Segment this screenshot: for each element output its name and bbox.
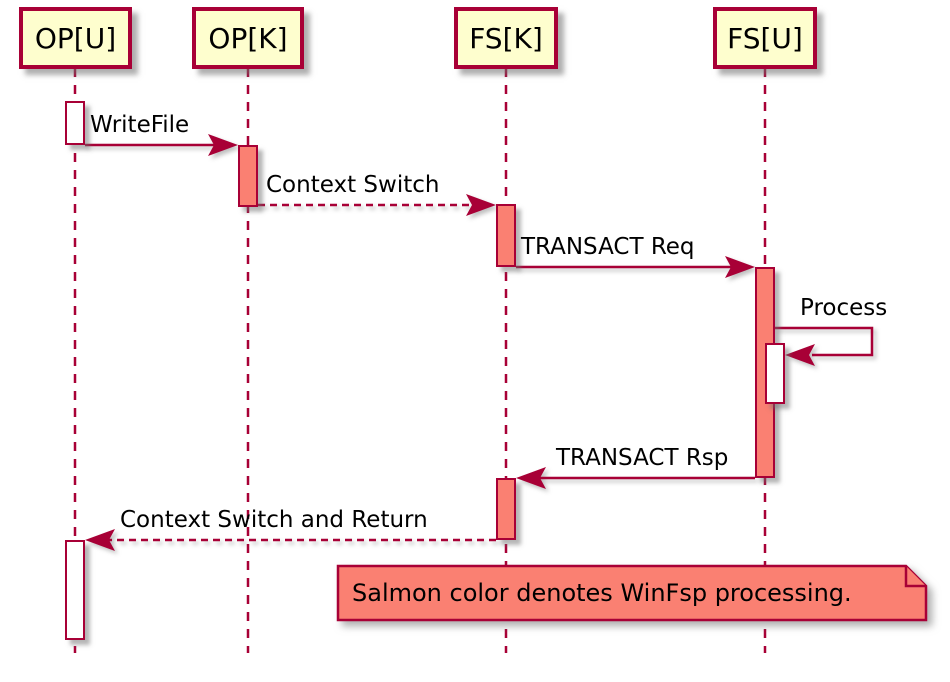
activation-opk-winfsp bbox=[238, 145, 258, 207]
arrowhead-writefile-icon bbox=[208, 134, 238, 156]
arrow-process-self bbox=[775, 326, 874, 357]
participant-box-fsu: FS[U] bbox=[713, 7, 817, 69]
activation-fsk-winfsp-req bbox=[496, 204, 516, 267]
note-shape bbox=[336, 564, 928, 622]
arrowhead-context-return-icon bbox=[85, 529, 115, 551]
arrowhead-context-switch-icon bbox=[466, 194, 496, 216]
participant-label-opu: OP[U] bbox=[34, 21, 117, 55]
activation-fsk-winfsp-rsp bbox=[496, 478, 516, 540]
message-label-writefile: WriteFile bbox=[90, 112, 190, 138]
message-label-context-return: Context Switch and Return bbox=[120, 507, 428, 533]
participant-box-opk: OP[K] bbox=[192, 7, 304, 69]
activation-fsu-process-nested bbox=[765, 343, 785, 404]
arrowhead-process-icon bbox=[785, 344, 815, 366]
participant-box-fsk: FS[K] bbox=[454, 7, 558, 69]
note-fold-icon bbox=[904, 566, 926, 588]
message-label-transact-rsp: TRANSACT Rsp bbox=[556, 445, 729, 471]
participant-label-fsu: FS[U] bbox=[727, 21, 803, 55]
arrowhead-transact-req-icon bbox=[725, 256, 755, 278]
message-label-context-switch: Context Switch bbox=[266, 172, 440, 198]
note: Salmon color denotes WinFsp processing. bbox=[338, 566, 926, 620]
message-label-process: Process bbox=[800, 295, 888, 321]
activation-opu-return bbox=[65, 540, 85, 640]
participant-box-opu: OP[U] bbox=[19, 7, 132, 69]
arrowhead-transact-rsp-icon bbox=[516, 467, 546, 489]
participant-label-opk: OP[K] bbox=[208, 21, 288, 55]
note-text: Salmon color denotes WinFsp processing. bbox=[352, 579, 852, 607]
note-body bbox=[336, 564, 928, 622]
participant-label-fsk: FS[K] bbox=[469, 21, 543, 55]
message-label-transact-req: TRANSACT Req bbox=[521, 234, 695, 260]
activation-opu-writefile bbox=[65, 101, 85, 145]
